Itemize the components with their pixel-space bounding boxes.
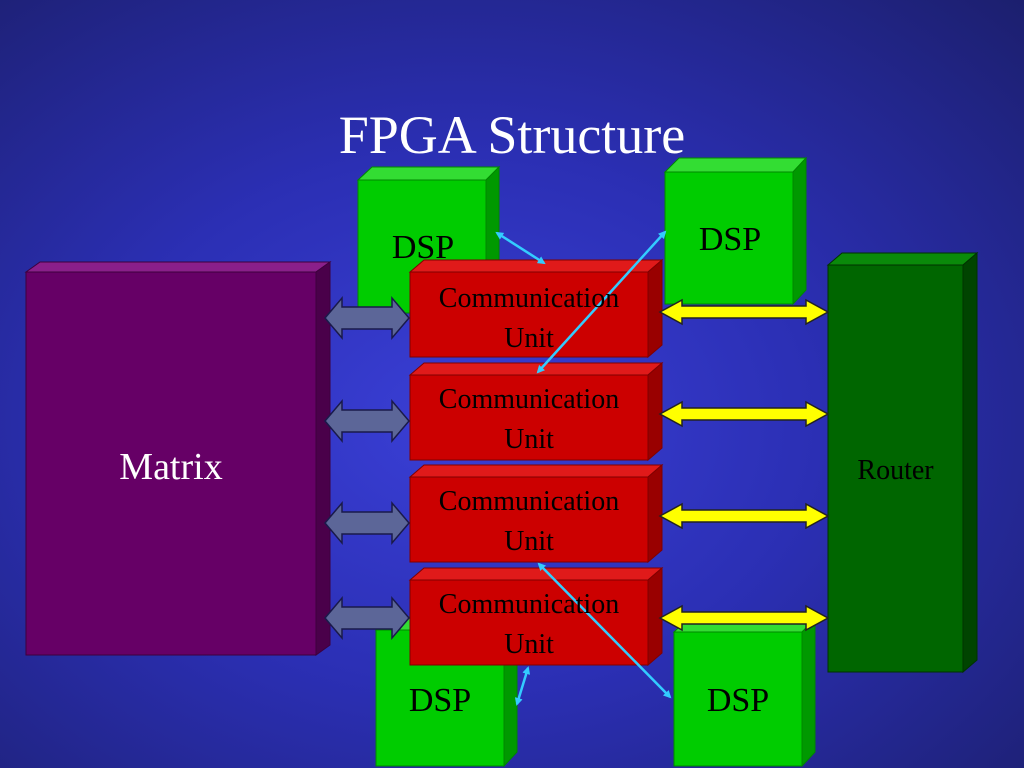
router-arrow-2 xyxy=(658,400,830,428)
router-arrow-1 xyxy=(658,298,830,326)
matrix-arrow-1 xyxy=(324,295,410,341)
router-block xyxy=(826,251,979,674)
router-arrow-4 xyxy=(658,604,830,632)
dsp-block-top-right xyxy=(663,156,808,306)
slide-title: FPGA Structure xyxy=(338,105,686,165)
dsp-link-top-right xyxy=(536,230,667,374)
dsp-block-bottom-right xyxy=(672,617,817,768)
comm-unit-3 xyxy=(408,463,664,564)
matrix-arrows xyxy=(324,295,410,641)
matrix-arrow-2 xyxy=(324,398,410,444)
matrix-block xyxy=(24,261,332,656)
matrix-arrow-4 xyxy=(324,595,410,641)
dsp-link-bottom-right xyxy=(537,562,672,699)
dsp-link-top-left xyxy=(495,231,546,265)
dsp-links xyxy=(495,230,672,706)
comm-unit-2 xyxy=(408,361,664,462)
matrix-arrow-3 xyxy=(324,500,410,546)
router-arrow-3 xyxy=(658,502,830,530)
router-arrows xyxy=(658,298,830,632)
comm-unit-1 xyxy=(408,258,664,359)
dsp-link-bottom-left xyxy=(514,666,531,706)
